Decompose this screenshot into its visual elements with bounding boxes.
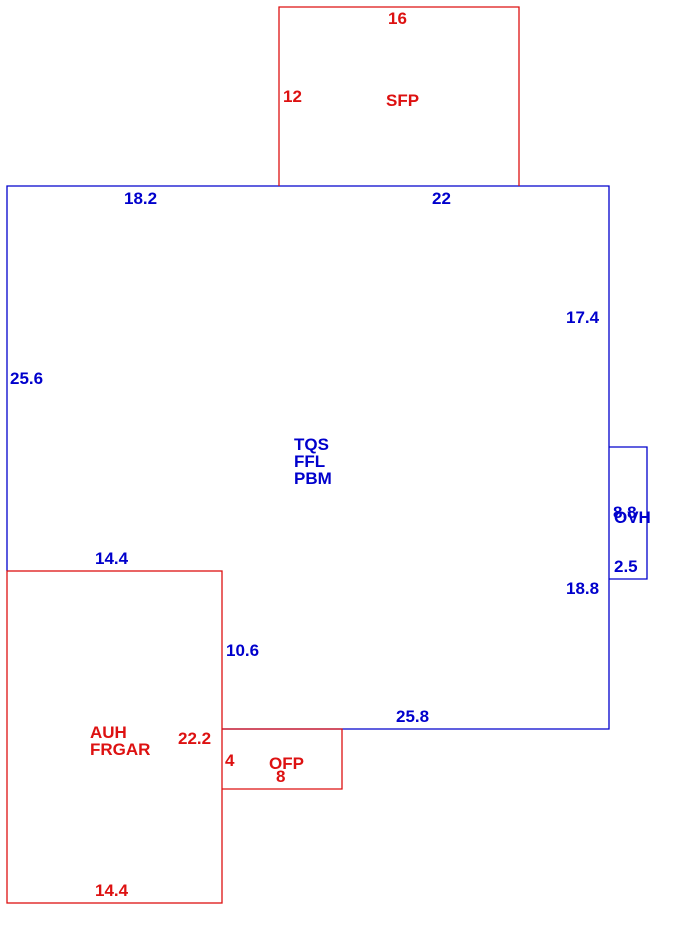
main-top-left-dimension: 18.2 <box>124 189 157 208</box>
garage-outline <box>6 570 223 904</box>
main-right-upper-dimension: 17.4 <box>566 308 600 327</box>
garage-bottom-dimension: 14.4 <box>95 881 129 900</box>
main-inner-step-dimension: 14.4 <box>95 549 129 568</box>
main-area-code-2: FFL <box>294 452 325 471</box>
sfp-outline <box>278 6 520 186</box>
main-inner-vertical-dimension: 10.6 <box>226 641 259 660</box>
main-area-code-1: TQS <box>294 435 329 454</box>
sfp-top-dimension: 16 <box>388 9 407 28</box>
main-area-outline <box>6 185 610 730</box>
ofp-outline <box>222 728 343 790</box>
ovh-outline <box>609 446 648 580</box>
garage-area-code-1: AUH <box>90 723 127 742</box>
garage-right-dimension: 22.2 <box>178 729 211 748</box>
sfp-left-dimension: 12 <box>283 87 302 106</box>
main-left-dimension: 25.6 <box>10 369 43 388</box>
ofp-area-code: OFP <box>269 754 304 773</box>
garage-area-code-2: FRGAR <box>90 740 150 759</box>
sfp-area-code: SFP <box>386 91 419 110</box>
ofp-height-dimension: 4 <box>225 751 235 770</box>
main-area-code-3: PBM <box>294 469 332 488</box>
ovh-height-dimension: 8.8 <box>613 503 637 522</box>
ofp-width-dimension: 8 <box>276 767 285 786</box>
ovh-area-code: OVH <box>614 508 651 527</box>
main-bottom-dimension: 25.8 <box>396 707 429 726</box>
main-right-lower-dimension: 18.8 <box>566 579 599 598</box>
main-top-right-dimension: 22 <box>432 189 451 208</box>
ovh-width-dimension: 2.5 <box>614 557 638 576</box>
